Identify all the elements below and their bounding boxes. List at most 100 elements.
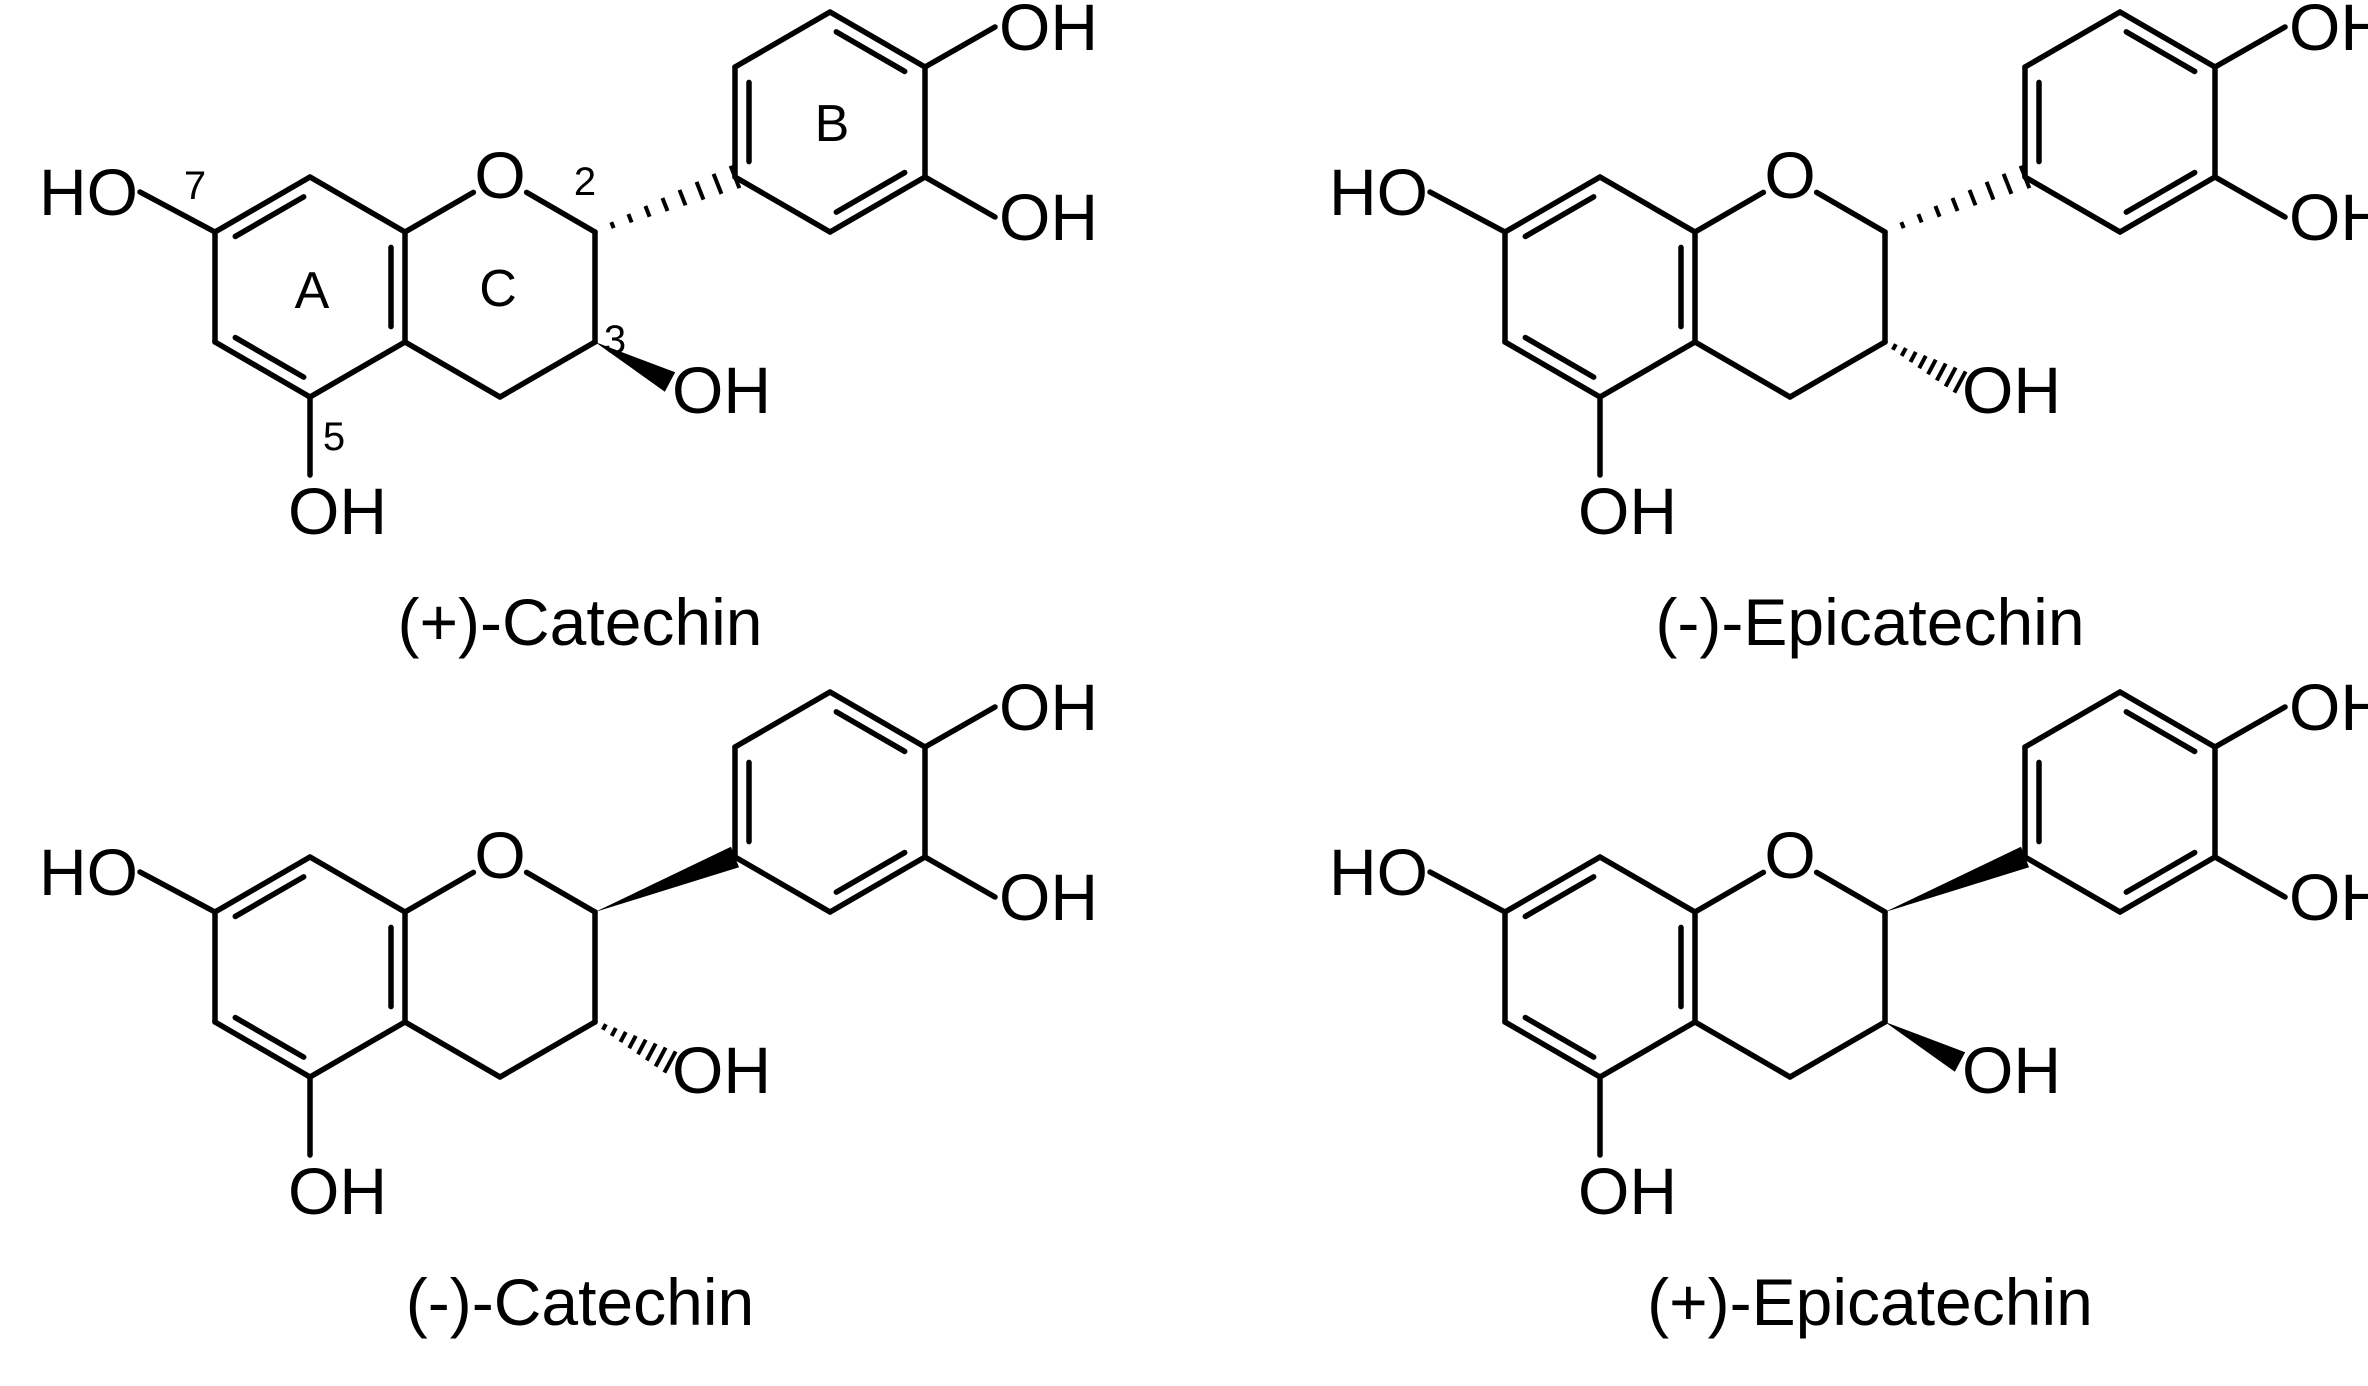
hash-stroke (2001, 173, 2014, 195)
ring-a-bond (307, 854, 408, 915)
atom-label-4p-oh: OH (2289, 670, 2368, 744)
atom-label-5-oh: OH (288, 1154, 387, 1228)
ring-b-bond (827, 9, 928, 70)
atom-label-7-oh: HO (1329, 835, 1428, 909)
ring-b-double-bond (2123, 849, 2198, 895)
ring-b-bond (732, 854, 833, 915)
ring-b-bond (2022, 689, 2123, 750)
atom-label-3p-oh: OH (999, 180, 1098, 254)
atom-label-5-oh: OH (288, 474, 387, 548)
ring-a-label: A (295, 262, 330, 320)
ring-c-label: C (479, 260, 517, 318)
ring-b-bond (2117, 854, 2218, 915)
ring-b-bond (827, 174, 928, 235)
hash-stroke (1933, 205, 1942, 218)
ring-a-double-bond (1522, 194, 1597, 240)
ring-c-bond (1813, 869, 1888, 915)
ring-b-bond (2022, 9, 2123, 70)
c3-hash-bond (1891, 343, 1968, 394)
ring-b-double-bond (2123, 169, 2198, 215)
hash-stroke (627, 1034, 638, 1050)
ring-c-bond (497, 1019, 598, 1080)
ring-b-bond (2022, 174, 2123, 235)
ring-b-double-bond (833, 169, 908, 215)
ring-a-bond (307, 174, 408, 235)
atom-label-3-oh: OH (1962, 1033, 2061, 1107)
hash-stroke (1899, 347, 1908, 357)
c7-oh-bond (137, 869, 218, 915)
atom-label-3-oh: OH (672, 1033, 771, 1107)
ring-a-bond (1502, 854, 1603, 915)
ring-a-double-bond (232, 194, 307, 240)
position-5-label: 5 (323, 415, 345, 459)
ring-a-bond (307, 339, 408, 400)
ring-c-bond (1692, 339, 1793, 400)
ring-a-bond (1597, 854, 1698, 915)
c3-wedge-bond (595, 342, 676, 392)
ring-a-bond (1502, 339, 1603, 400)
hash-stroke (1967, 189, 1978, 207)
c2-wedge-bond (595, 846, 740, 912)
hash-stroke (636, 1038, 648, 1056)
molecule-name: (+)-Epicatechin (1647, 1265, 2093, 1339)
atom-label-3p-oh: OH (2289, 860, 2368, 934)
atom-label-7-oh: HO (39, 835, 138, 909)
ring-c-bond (402, 189, 477, 235)
c4p-oh-bond (922, 704, 998, 750)
hash-stroke (662, 1050, 678, 1074)
hash-stroke (609, 1027, 618, 1037)
atom-label-3p-oh: OH (2289, 180, 2368, 254)
hash-stroke (660, 197, 670, 212)
c2-hash-bond (609, 165, 742, 229)
c3-hash-bond (601, 1023, 678, 1074)
ring-b-bond (2022, 854, 2123, 915)
position-2-label: 2 (574, 160, 596, 204)
c4p-oh-bond (2212, 704, 2288, 750)
c3p-oh-bond (922, 174, 998, 220)
atom-label-ring-oxygen: O (1764, 818, 1815, 892)
ring-a-bond (1502, 174, 1603, 235)
molecule-name: (-)-Epicatechin (1655, 585, 2084, 659)
molecule-name: (+)-Catechin (398, 585, 763, 659)
hash-stroke (728, 165, 742, 189)
atom-label-5-oh: OH (1578, 1154, 1677, 1228)
ring-a-bond (212, 174, 313, 235)
hash-stroke (1908, 350, 1918, 364)
c2-hash-bond (1899, 165, 2032, 229)
ring-c-bond (523, 189, 598, 235)
structure-3: HO O OH OH OH OH (+)-Epicatechin (1329, 670, 2368, 1339)
atom-label-3-oh: OH (1962, 353, 2061, 427)
ring-a-double-bond (232, 334, 307, 380)
hash-stroke (1891, 343, 1898, 351)
hash-stroke (626, 213, 634, 224)
atom-label-4p-oh: OH (999, 670, 1098, 744)
hash-stroke (609, 221, 616, 229)
ring-c-bond (1692, 1019, 1793, 1080)
ring-b-double-bond (833, 29, 908, 75)
ring-b-double-bond (2123, 709, 2198, 755)
hash-stroke (1899, 221, 1906, 229)
ring-b-bond (732, 9, 833, 70)
atom-label-4p-oh: OH (2289, 0, 2368, 64)
ring-a-bond (1597, 339, 1698, 400)
ring-b-bond (732, 174, 833, 235)
ring-b-double-bond (833, 849, 908, 895)
hash-stroke (1952, 370, 1968, 394)
ring-c-bond (523, 869, 598, 915)
ring-a-double-bond (1522, 874, 1597, 920)
ring-c-bond (402, 869, 477, 915)
hash-stroke (1943, 366, 1958, 388)
hash-stroke (645, 1042, 658, 1062)
hash-stroke (653, 1046, 668, 1068)
ring-c-bond (1813, 189, 1888, 235)
ring-b-bond (732, 689, 833, 750)
hash-stroke (601, 1023, 608, 1031)
ring-a-double-bond (232, 874, 307, 920)
ring-b-bond (2117, 689, 2218, 750)
hash-stroke (1926, 358, 1938, 376)
c3p-oh-bond (2212, 854, 2288, 900)
